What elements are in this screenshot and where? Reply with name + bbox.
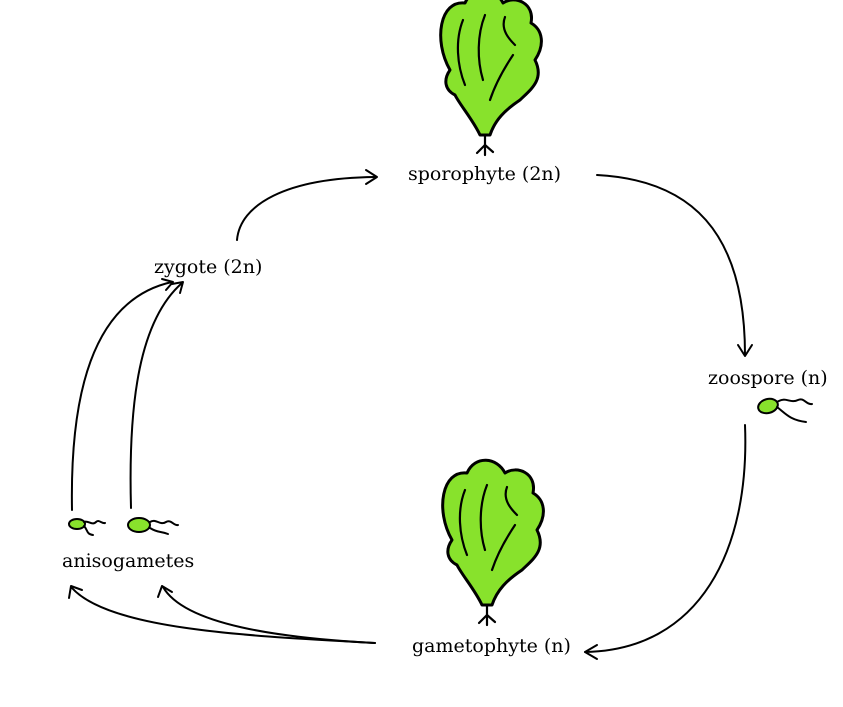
arrow-small-gamete-to-zygote (70, 278, 174, 511)
small-gamete-icon (68, 518, 106, 536)
arrow-zygote-to-sporophyte (236, 169, 378, 241)
arrow-large-gamete-to-zygote (129, 281, 184, 509)
large-gamete-icon (127, 517, 179, 535)
arrow-zoospore-to-gametophyte (584, 424, 747, 660)
zoospore-label: zoospore (n) (708, 367, 828, 389)
gametophyte-thallus-icon (441, 458, 545, 627)
sporophyte-thallus-icon (439, 0, 543, 157)
arrow-gametophyte-to-large-gamete (157, 585, 376, 644)
gametophyte-label: gametophyte (n) (412, 635, 571, 657)
anisogametes-label: anisogametes (62, 550, 195, 572)
arrow-gametophyte-to-small-gamete (68, 585, 376, 644)
arrow-sporophyte-to-zoospore (596, 174, 753, 357)
zygote-label: zygote (2n) (154, 256, 263, 278)
zoospore-icon (757, 397, 813, 423)
sporophyte-label: sporophyte (2n) (408, 163, 562, 185)
